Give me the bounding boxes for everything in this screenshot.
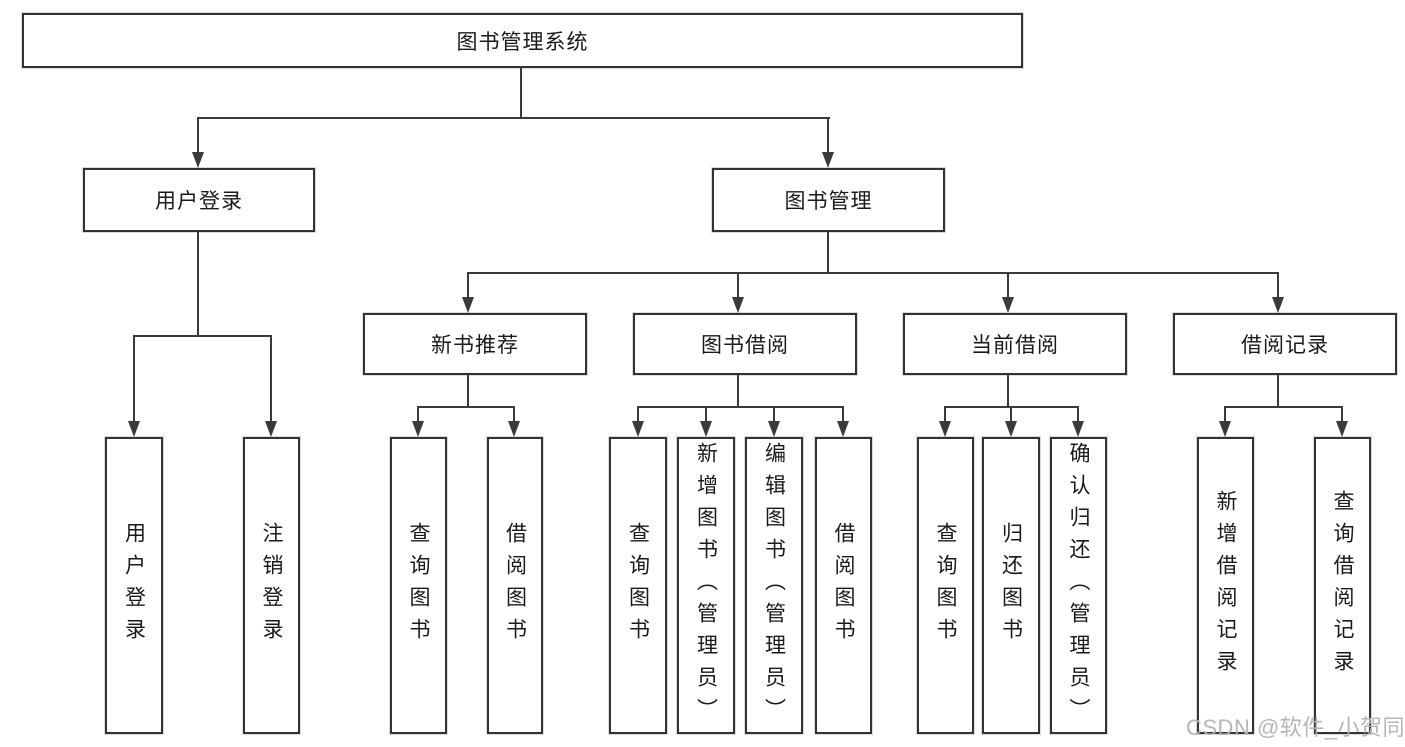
leaf-current-query: 查询图书: [917, 437, 974, 734]
edge-segment: [1007, 375, 1009, 408]
leaf-borrow-add-label: 新增图书（管理员）: [694, 441, 718, 730]
leaf-newbook-query: 查询图书: [390, 437, 447, 734]
leaf-newbook-borrow-label: 借阅图书: [503, 521, 527, 650]
arrow-down-icon: [1072, 421, 1084, 437]
node-new-book-label: 新书推荐: [431, 334, 519, 357]
leaf-current-confirm: 确认归还（管理员）: [1050, 437, 1107, 734]
edge-segment: [513, 406, 515, 423]
edge-segment: [467, 272, 469, 300]
node-book-mgmt: 图书管理: [712, 168, 945, 232]
edge-segment: [133, 335, 272, 337]
edge-segment: [1224, 406, 1226, 423]
node-root: 图书管理系统: [22, 13, 1023, 68]
leaf-current-query-label: 查询图书: [934, 521, 957, 650]
watermark: CSDN @软件_小贺同学: [1186, 715, 1405, 740]
edge-segment: [1341, 406, 1343, 423]
node-root-label: 图书管理系统: [456, 30, 589, 54]
edge-segment: [1010, 406, 1012, 423]
edge-segment: [467, 272, 1279, 274]
arrow-down-icon: [128, 421, 140, 437]
leaf-newbook-borrow: 借阅图书: [487, 437, 543, 734]
node-user-login-label: 用户登录: [155, 190, 243, 213]
leaf-record-query-label: 查询借阅记录: [1331, 489, 1354, 682]
leaf-borrow-borrow-label: 借阅图书: [832, 521, 855, 650]
node-book-borrow-label: 图书借阅: [701, 334, 789, 357]
node-current-borrow: 当前借阅: [903, 313, 1127, 375]
edge-segment: [467, 375, 469, 408]
edge-segment: [197, 232, 199, 336]
arrow-down-icon: [837, 421, 849, 437]
leaf-user-login: 用户登录: [105, 437, 163, 734]
edge-segment: [705, 406, 707, 423]
arrow-down-icon: [822, 152, 834, 168]
arrow-down-icon: [632, 421, 644, 437]
edge-segment: [637, 406, 639, 423]
leaf-current-return: 归还图书: [982, 437, 1040, 734]
leaf-record-add: 新增借阅记录: [1197, 437, 1254, 734]
leaf-borrow-query-label: 查询图书: [626, 521, 650, 650]
edge-segment: [1077, 406, 1079, 423]
edge-segment: [737, 272, 739, 300]
edge-segment: [773, 406, 775, 423]
edge-segment: [827, 117, 829, 154]
arrow-down-icon: [1219, 421, 1231, 437]
arrow-down-icon: [1336, 421, 1348, 437]
node-user-login: 用户登录: [83, 168, 315, 232]
arrow-down-icon: [700, 421, 712, 437]
edge-segment: [944, 406, 946, 423]
arrow-down-icon: [1005, 421, 1017, 437]
leaf-record-add-label: 新增借阅记录: [1214, 489, 1237, 682]
leaf-record-query: 查询借阅记录: [1314, 437, 1371, 734]
arrow-down-icon: [1272, 297, 1284, 313]
leaf-current-return-label: 归还图书: [999, 521, 1023, 650]
arrow-down-icon: [462, 297, 474, 313]
edge-segment: [417, 406, 515, 408]
arrow-down-icon: [265, 421, 277, 437]
edge-segment: [198, 117, 830, 119]
edge-segment: [1277, 272, 1279, 300]
leaf-newbook-query-label: 查询图书: [407, 521, 430, 650]
edge-segment: [520, 68, 522, 118]
leaf-borrow-query: 查询图书: [609, 437, 667, 734]
edge-segment: [827, 232, 829, 274]
edge-segment: [737, 375, 739, 408]
leaf-borrow-add: 新增图书（管理员）: [677, 437, 735, 734]
node-borrow-record: 借阅记录: [1173, 313, 1397, 375]
leaf-borrow-edit-label: 编辑图书（管理员）: [762, 441, 786, 730]
edge-segment: [1007, 272, 1009, 300]
leaf-current-confirm-label: 确认归还（管理员）: [1067, 441, 1090, 730]
leaf-user-login-label: 用户登录: [122, 521, 146, 650]
arrow-down-icon: [192, 152, 204, 168]
edge-segment: [417, 406, 419, 423]
arrow-down-icon: [732, 297, 744, 313]
leaf-borrow-edit: 编辑图书（管理员）: [745, 437, 803, 734]
arrow-down-icon: [508, 421, 520, 437]
node-current-borrow-label: 当前借阅: [971, 334, 1059, 357]
edge-segment: [1224, 406, 1343, 408]
node-borrow-record-label: 借阅记录: [1241, 334, 1329, 357]
edge-segment: [637, 406, 844, 408]
arrow-down-icon: [1002, 297, 1014, 313]
leaf-borrow-borrow: 借阅图书: [815, 437, 872, 734]
edge-segment: [197, 117, 199, 154]
node-book-mgmt-label: 图书管理: [784, 190, 873, 213]
edge-segment: [842, 406, 844, 423]
node-book-borrow: 图书借阅: [633, 313, 857, 375]
leaf-logout-label: 注销登录: [260, 521, 283, 650]
edge-segment: [1277, 375, 1279, 408]
node-new-book: 新书推荐: [363, 313, 587, 375]
edge-segment: [133, 335, 135, 423]
arrow-down-icon: [939, 421, 951, 437]
arrow-down-icon: [412, 421, 424, 437]
edge-segment: [270, 335, 272, 423]
arrow-down-icon: [768, 421, 780, 437]
leaf-logout: 注销登录: [243, 437, 300, 734]
